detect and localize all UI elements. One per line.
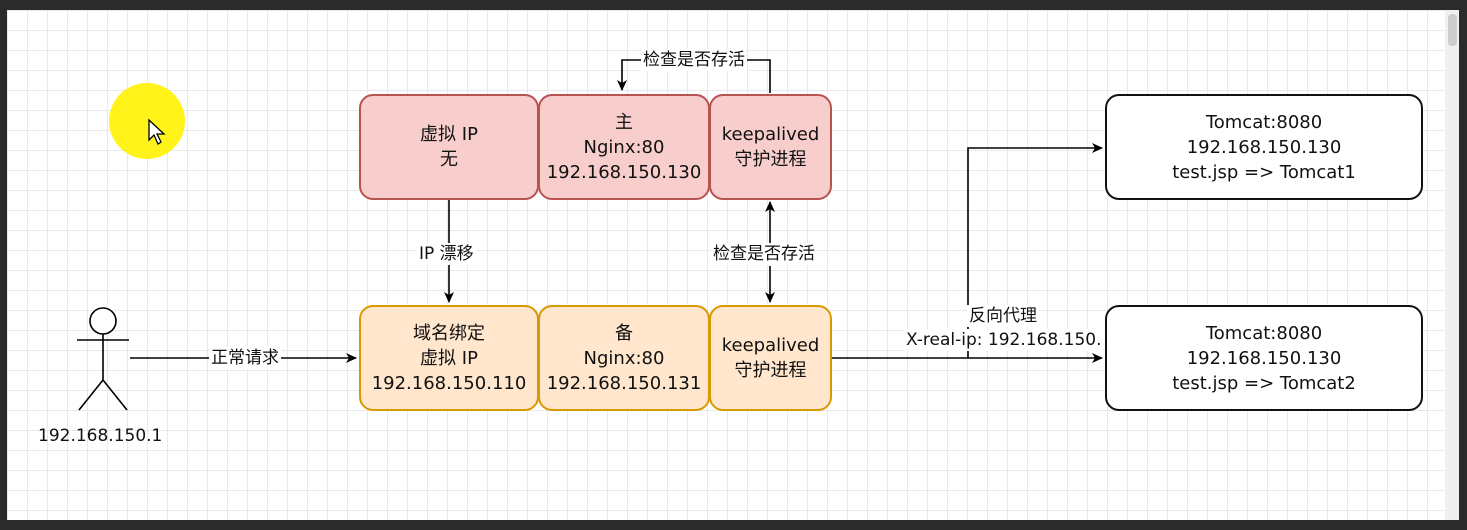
cursor-highlight [109,83,185,159]
label-ip-drift: IP 漂移 [417,243,476,265]
node-line: Tomcat:8080 [1205,111,1323,133]
node-line: 主 [615,111,633,133]
node-line: 虚拟 IP [420,124,478,145]
node-line: 域名绑定 [413,322,485,344]
node-vip-bound[interactable]: 域名绑定 虚拟 IP 192.168.150.110 [359,305,539,411]
label-x-real-ip: X-real-ip: 192.168.150. [904,329,1104,351]
node-line: 无 [440,149,458,170]
node-master-keepalived[interactable]: keepalived 守护进程 [709,94,832,200]
label-reverse-proxy: 反向代理 [967,305,1039,327]
node-master-nginx[interactable]: 主 Nginx:80 192.168.150.130 [538,94,710,200]
node-line: test.jsp => Tomcat2 [1172,372,1356,394]
node-backup-keepalived[interactable]: keepalived 守护进程 [709,305,832,411]
vertical-scrollbar[interactable] [1445,10,1459,520]
connectors [77,59,1103,411]
mouse-pointer-icon [148,118,166,145]
stick-figure-icon [77,307,129,411]
node-line: Tomcat:8080 [1205,322,1323,344]
node-line: 守护进程 [734,149,807,170]
node-line: keepalived [721,335,820,356]
node-line: keepalived [721,124,820,145]
node-line: 192.168.150.131 [546,372,702,394]
node-line: 192.168.150.110 [371,372,527,394]
node-backup-nginx[interactable]: 备 Nginx:80 192.168.150.131 [538,305,710,411]
node-line: test.jsp => Tomcat1 [1172,161,1356,183]
edge-proxy-tomcat1 [967,143,1103,358]
node-line: 备 [615,322,633,344]
node-line: Nginx:80 [583,136,665,158]
scrollbar-thumb[interactable] [1448,14,1457,46]
diagram-canvas[interactable]: 虚拟 IP 无 主 Nginx:80 192.168.150.130 keepa… [7,10,1459,520]
label-mid-check: 检查是否存活 [711,243,817,265]
node-line: 192.168.150.130 [1186,347,1342,369]
node-tomcat2[interactable]: Tomcat:8080 192.168.150.130 test.jsp => … [1105,305,1423,411]
node-line: 虚拟 IP [420,347,478,369]
node-tomcat1[interactable]: Tomcat:8080 192.168.150.130 test.jsp => … [1105,94,1423,200]
label-normal-request: 正常请求 [209,347,281,369]
node-line: 192.168.150.130 [1186,136,1342,158]
node-line: Nginx:80 [583,347,665,369]
actor-label: 192.168.150.1 [38,426,163,446]
label-top-check: 检查是否存活 [641,49,747,71]
node-line: 192.168.150.130 [546,161,702,183]
node-vip-none[interactable]: 虚拟 IP 无 [359,94,539,200]
node-line: 守护进程 [734,360,807,381]
